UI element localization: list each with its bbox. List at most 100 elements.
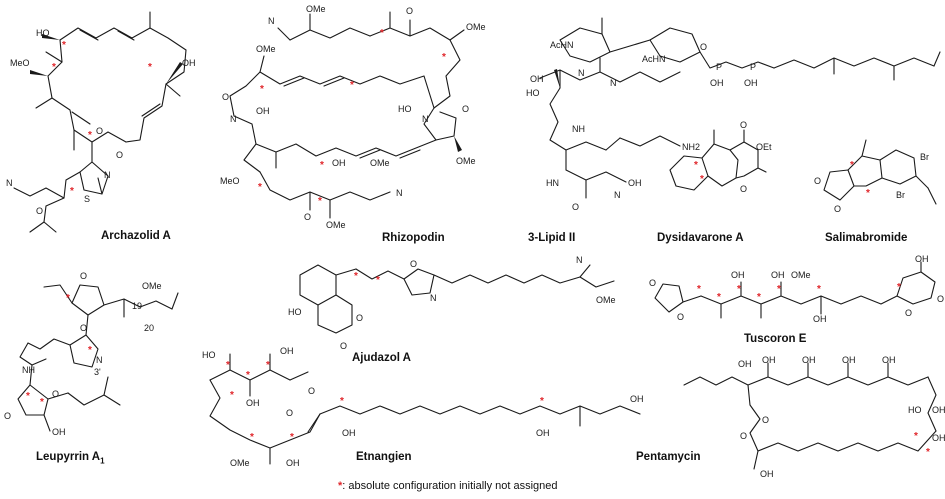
o-label: O bbox=[462, 104, 469, 114]
oh-label: OH bbox=[760, 469, 774, 479]
o-label: O bbox=[740, 431, 747, 441]
oh-label: OH bbox=[932, 433, 945, 443]
stereo-star: * bbox=[926, 447, 930, 458]
oh-label: OH bbox=[256, 106, 270, 116]
o-label: O bbox=[406, 6, 413, 16]
o-label: O bbox=[116, 150, 123, 160]
oh-label: OH bbox=[536, 428, 550, 438]
stereo-star: * bbox=[850, 160, 854, 171]
stereo-star: * bbox=[376, 275, 380, 286]
stereo-star: * bbox=[66, 293, 70, 304]
oh-label: OH bbox=[731, 270, 745, 280]
compound-name-dysidavarone: Dysidavarone A bbox=[657, 232, 744, 244]
o-label: O bbox=[4, 411, 11, 421]
o-label: O bbox=[762, 415, 769, 425]
n-label: N bbox=[422, 114, 429, 124]
n-label: N bbox=[6, 178, 13, 188]
stereo-star: * bbox=[354, 271, 358, 282]
o-label: O bbox=[700, 42, 707, 52]
o-label: O bbox=[286, 408, 293, 418]
lipid2-structure: OH HO N N AcHN AcHN O P P OH OH NH NH2 H… bbox=[526, 17, 941, 212]
dysidavarone-structure: O OEt O * * bbox=[669, 120, 772, 194]
stereo-star: * bbox=[897, 282, 901, 293]
ome-label: OMe bbox=[142, 281, 162, 291]
stereo-star: * bbox=[817, 284, 821, 295]
ome-label: OMe bbox=[791, 270, 811, 280]
compound-name-ajudazol: Ajudazol A bbox=[352, 352, 411, 364]
stereo-star: * bbox=[350, 80, 354, 91]
stereo-star: * bbox=[88, 345, 92, 356]
o-label: O bbox=[649, 278, 656, 288]
stereo-star: * bbox=[148, 62, 152, 73]
etnangien-structure: HO OH OH O O OMe OH OH OH OH * * * * * *… bbox=[202, 346, 644, 468]
footnote-text: : absolute configuration initially not a… bbox=[342, 480, 558, 492]
stereo-star: * bbox=[340, 396, 344, 407]
o-label: O bbox=[356, 313, 363, 323]
ho-label: HO bbox=[398, 104, 412, 114]
stereo-star: * bbox=[266, 360, 270, 371]
stereo-star: * bbox=[226, 360, 230, 371]
oh-label: OH bbox=[530, 74, 544, 84]
oh-label: OH bbox=[813, 314, 827, 324]
stereo-star: * bbox=[700, 174, 704, 185]
leupyrrin-structure: O OMe 19 20 O N NH O O 3' OH * * * * bbox=[4, 271, 179, 437]
compound-name-salimabromide: Salimabromide bbox=[825, 232, 908, 244]
p-label: P bbox=[716, 62, 722, 72]
ho-label: HO bbox=[908, 405, 922, 415]
ho-label: HO bbox=[526, 88, 540, 98]
acnh-label: AcHN bbox=[642, 54, 666, 64]
stereo-star: * bbox=[52, 62, 56, 73]
ome-label: OMe bbox=[370, 158, 390, 168]
br-label: Br bbox=[920, 152, 929, 162]
o-label: O bbox=[304, 212, 311, 222]
stereo-star: * bbox=[246, 370, 250, 381]
oh-label: OH bbox=[630, 394, 644, 404]
stereo-star: * bbox=[380, 28, 384, 39]
n-label: N bbox=[578, 68, 585, 78]
compound-name-rhizopodin: Rhizopodin bbox=[382, 232, 445, 244]
n-label: N bbox=[610, 78, 617, 88]
num20-label: 20 bbox=[144, 323, 154, 333]
oh-label: OH bbox=[738, 359, 752, 369]
oh-label: OH bbox=[802, 355, 816, 365]
stereo-star: * bbox=[250, 432, 254, 443]
o-label: O bbox=[308, 386, 315, 396]
o-label: O bbox=[222, 92, 229, 102]
o-label: O bbox=[36, 206, 43, 216]
hn-label: HN bbox=[546, 178, 559, 188]
ho-label: HO bbox=[288, 307, 302, 317]
s-label: S bbox=[84, 194, 90, 204]
compound-name-tuscoron: Tuscoron E bbox=[744, 333, 807, 345]
compound-name-leupyrrin-text: Leupyrrin A bbox=[36, 451, 101, 463]
stereo-star: * bbox=[697, 284, 701, 295]
compound-name-etnangien: Etnangien bbox=[356, 451, 412, 463]
o-label: O bbox=[937, 294, 944, 304]
meo-label: MeO bbox=[220, 176, 240, 186]
oh-label: OH bbox=[182, 58, 196, 68]
oh-label: OH bbox=[628, 178, 642, 188]
stereo-star: * bbox=[88, 130, 92, 141]
o-label: O bbox=[410, 259, 417, 269]
n-label: N bbox=[230, 114, 237, 124]
meo-label: MeO bbox=[10, 58, 30, 68]
stereo-star: * bbox=[442, 52, 446, 63]
p-label: P bbox=[750, 62, 756, 72]
stereo-star: * bbox=[230, 390, 234, 401]
stereo-star: * bbox=[318, 196, 322, 207]
o-label: O bbox=[834, 204, 841, 214]
footnote-star: * bbox=[338, 480, 343, 492]
oh-label: OH bbox=[932, 405, 945, 415]
compound-name-leupyrrin-subscript: 1 bbox=[100, 456, 105, 466]
br-label: Br bbox=[896, 190, 905, 200]
stereo-star: * bbox=[258, 182, 262, 193]
ome-label: OMe bbox=[466, 22, 486, 32]
n-label: N bbox=[614, 190, 621, 200]
n-label: N bbox=[268, 16, 275, 26]
ome-label: OMe bbox=[230, 458, 250, 468]
n-label: N bbox=[576, 255, 583, 265]
stereo-star: * bbox=[717, 292, 721, 303]
stereo-star: * bbox=[62, 40, 66, 51]
oh-label: OH bbox=[332, 158, 346, 168]
o-label: O bbox=[80, 323, 87, 333]
stereo-star: * bbox=[737, 284, 741, 295]
